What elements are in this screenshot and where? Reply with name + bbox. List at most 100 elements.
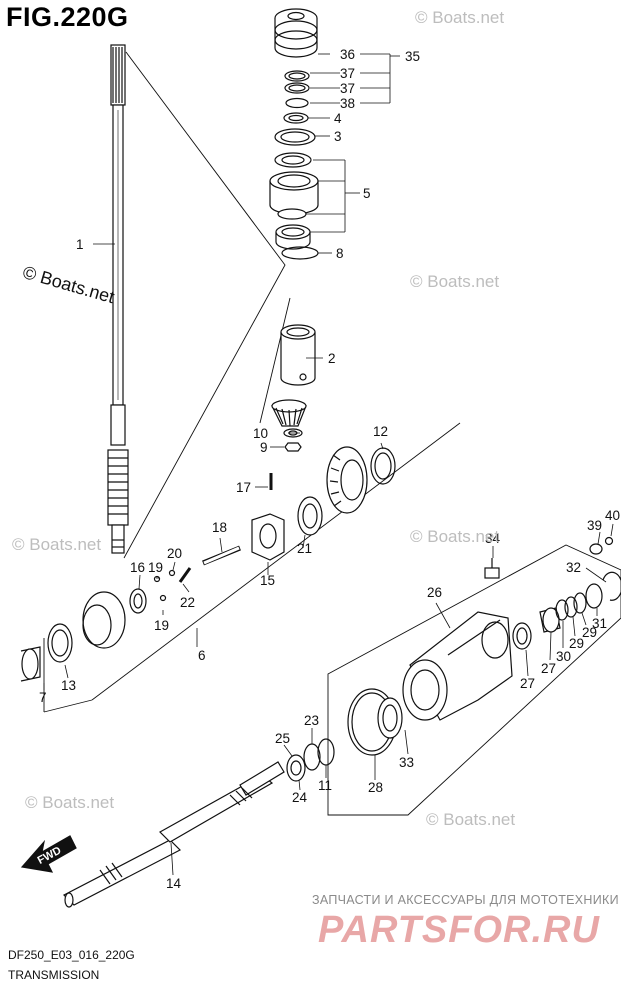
callout-5: 5 (363, 186, 371, 201)
clutch-dog-15 (251, 513, 285, 561)
watermark-mid-left: © Boats.net (12, 535, 102, 554)
ball-19a (153, 575, 161, 583)
bearing-27a (512, 622, 532, 650)
bearing-33 (377, 697, 403, 739)
figure-title: FIG.220G (6, 2, 129, 32)
callout-27a: 27 (520, 676, 535, 691)
callout-27b: 27 (541, 661, 556, 676)
callout-19a: 19 (148, 560, 163, 575)
callout-28: 28 (368, 780, 383, 795)
shim-13 (47, 623, 73, 663)
shim-29b (573, 592, 587, 614)
callout-3: 3 (334, 129, 342, 144)
callout-numbers: 1 2 3 4 5 6 7 8 9 10 11 12 13 14 15 16 1… (36, 47, 620, 891)
bearing-7 (20, 646, 41, 682)
nut-9 (284, 442, 302, 452)
propeller-shaft-14 (62, 761, 285, 908)
bearing-27b (539, 607, 561, 633)
bushing-2 (280, 324, 316, 386)
ball-20 (168, 569, 176, 577)
circlip-32 (602, 571, 621, 601)
callout-31: 31 (592, 616, 607, 631)
thrust-washer-24 (286, 754, 306, 782)
callout-14: 14 (166, 876, 182, 891)
shim-16 (129, 588, 147, 614)
callout-18: 18 (212, 520, 227, 535)
carrier-group-outline (327, 544, 621, 816)
drive-shaft-splines (107, 449, 129, 526)
snap-ring-38 (285, 97, 309, 109)
callout-34: 34 (485, 531, 501, 546)
callout-32: 32 (566, 560, 581, 575)
callout-13: 13 (61, 678, 76, 693)
callout-20: 20 (167, 546, 182, 561)
callout-12: 12 (373, 424, 388, 439)
dealer-tagline: ЗАПЧАСТИ И АКСЕССУАРЫ ДЛЯ МОТОТЕХНИКИ (312, 893, 619, 907)
washer-40 (604, 536, 614, 546)
callout-38: 38 (340, 96, 355, 111)
watermark-mid-right: © Boats.net (410, 272, 500, 291)
callout-9: 9 (260, 440, 268, 455)
bearing-21 (297, 496, 323, 536)
watermark-lower-right: © Boats.net (426, 810, 516, 829)
pinion-gear (271, 399, 307, 427)
callout-25: 25 (275, 731, 290, 746)
shim-30 (555, 599, 569, 621)
callout-19b: 19 (154, 618, 169, 633)
callout-37b: 37 (340, 81, 355, 96)
callout-1: 1 (76, 237, 84, 252)
seal-31 (585, 583, 603, 609)
drive-shaft (107, 44, 129, 554)
snap-ring-11 (317, 738, 335, 766)
callout-24: 24 (292, 790, 308, 805)
callout-22: 22 (180, 595, 195, 610)
callout-4: 4 (334, 111, 342, 126)
callout-26: 26 (427, 585, 442, 600)
callout-10: 10 (253, 426, 268, 441)
reverse-gear (82, 591, 126, 649)
propeller-shaft-housing-26 (402, 611, 513, 721)
callout-39: 39 (587, 518, 602, 533)
callout-21: 21 (297, 541, 312, 556)
shim-29a (564, 596, 578, 618)
callout-37a: 37 (340, 66, 355, 81)
fwd-arrow (20, 835, 77, 873)
washer-4 (283, 112, 309, 124)
plug-39 (589, 543, 603, 555)
watermark-center-right: © Boats.net (410, 527, 500, 546)
bearing-housing-36 (274, 8, 318, 58)
callout-29b: 29 (582, 625, 597, 640)
washer-23 (303, 743, 321, 771)
watermark-lower-left: © Boats.net (25, 793, 115, 812)
race-3 (274, 128, 316, 146)
callout-36: 36 (340, 47, 355, 62)
callout-33: 33 (399, 755, 414, 770)
callout-23: 23 (304, 713, 319, 728)
bearing-set-5 (269, 152, 319, 250)
callout-11: 11 (318, 778, 332, 793)
callout-7: 7 (39, 690, 47, 705)
perspective-guide-lines (43, 51, 461, 713)
callout-16: 16 (130, 560, 145, 575)
dealer-logo: PARTSFOR.RU (318, 909, 600, 951)
callout-6: 6 (198, 648, 206, 663)
callout-30: 30 (556, 649, 571, 664)
callout-8: 8 (336, 246, 344, 261)
shift-plunger-18 (202, 545, 241, 566)
callout-2: 2 (328, 351, 336, 366)
ball-19b (159, 594, 167, 602)
callout-29a: 29 (569, 636, 584, 651)
bolt-34 (484, 567, 500, 579)
leader-lines (43, 53, 614, 876)
callout-15: 15 (260, 573, 275, 588)
watermark-top-right: © Boats.net (415, 8, 505, 27)
section-name: TRANSMISSION (8, 968, 100, 982)
callout-17: 17 (236, 480, 251, 495)
model-code: DF250_E03_016_220G (8, 948, 135, 962)
shims-37 (284, 70, 310, 94)
forward-gear (326, 446, 368, 514)
callout-35: 35 (405, 49, 420, 64)
callout-40: 40 (605, 508, 620, 523)
spring-22 (178, 567, 192, 583)
